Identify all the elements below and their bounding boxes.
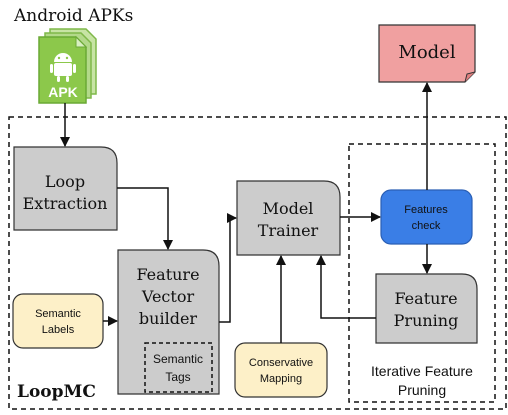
iterative-pruning-container bbox=[348, 143, 496, 403]
features-check-node: Features check bbox=[380, 189, 473, 245]
iterative-pruning-label-line1: Iterative Feature bbox=[371, 363, 473, 379]
model-label: Model bbox=[398, 42, 455, 63]
apk-badge: APK bbox=[48, 84, 78, 100]
loop-extraction-line2: Extraction bbox=[23, 194, 108, 213]
arrow-loop-extraction-to-builder bbox=[117, 187, 173, 250]
apk-title: Android APKs bbox=[13, 6, 133, 26]
semantic-tags-line2: Tags bbox=[165, 370, 190, 384]
loop-extraction-line1: Loop bbox=[45, 172, 85, 191]
loop-extraction-node: Loop Extraction bbox=[13, 146, 118, 231]
features-check-line2: check bbox=[412, 220, 441, 232]
system-name: LoopMC bbox=[17, 382, 96, 402]
model-trainer-node: Model Trainer bbox=[236, 180, 341, 256]
apk-stack-icon: APK bbox=[38, 28, 97, 104]
android-robot-icon bbox=[50, 53, 76, 82]
fvb-line3: builder bbox=[139, 309, 197, 328]
semantic-labels-line2: Labels bbox=[42, 324, 75, 336]
feature-pruning-line2: Pruning bbox=[394, 311, 459, 330]
model-trainer-line2: Trainer bbox=[258, 221, 319, 240]
loopmc-container bbox=[8, 116, 507, 410]
arrow-builder-to-trainer bbox=[219, 213, 237, 323]
semantic-labels-line1: Semantic bbox=[35, 308, 81, 320]
conservative-mapping-line1: Conservative bbox=[249, 357, 313, 369]
conservative-mapping-node: Conservative Mapping bbox=[234, 342, 328, 398]
iterative-pruning-label-line2: Pruning bbox=[398, 382, 446, 398]
fvb-line2: Vector bbox=[141, 287, 195, 306]
conservative-mapping-line2: Mapping bbox=[260, 373, 302, 385]
fvb-line1: Feature bbox=[136, 265, 199, 284]
semantic-tags-node: Semantic Tags bbox=[144, 342, 213, 393]
model-node: Model bbox=[378, 24, 476, 83]
feature-vector-builder-node: Feature Vector builder bbox=[117, 249, 220, 395]
connectors bbox=[60, 82, 432, 343]
features-check-line1: Features bbox=[404, 204, 448, 216]
feature-pruning-node: Feature Pruning bbox=[375, 273, 478, 344]
arrow-pruning-to-trainer bbox=[316, 255, 376, 319]
model-trainer-line1: Model bbox=[263, 199, 314, 218]
semantic-labels-node: Semantic Labels bbox=[12, 293, 104, 349]
feature-pruning-line1: Feature bbox=[394, 289, 457, 308]
semantic-tags-line1: Semantic bbox=[153, 352, 203, 366]
